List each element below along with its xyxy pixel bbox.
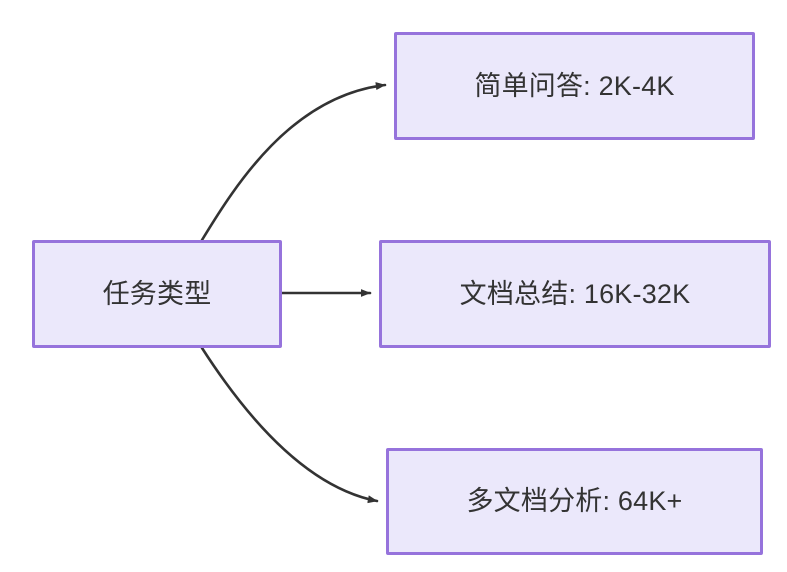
node-simple-qa-label: 简单问答: 2K-4K <box>474 70 675 101</box>
node-simple-qa[interactable]: 简单问答: 2K-4K <box>394 32 755 140</box>
node-task-type-label: 任务类型 <box>102 278 212 309</box>
edge-root-to-simple <box>200 82 387 242</box>
node-multi-document-analysis[interactable]: 多文档分析: 64K+ <box>386 448 763 555</box>
node-task-type[interactable]: 任务类型 <box>32 240 282 348</box>
node-document-summary[interactable]: 文档总结: 16K-32K <box>379 240 771 348</box>
node-document-summary-label: 文档总结: 16K-32K <box>459 278 691 309</box>
edge-root-to-multi <box>200 346 379 504</box>
node-multi-document-analysis-label: 多文档分析: 64K+ <box>466 486 683 517</box>
